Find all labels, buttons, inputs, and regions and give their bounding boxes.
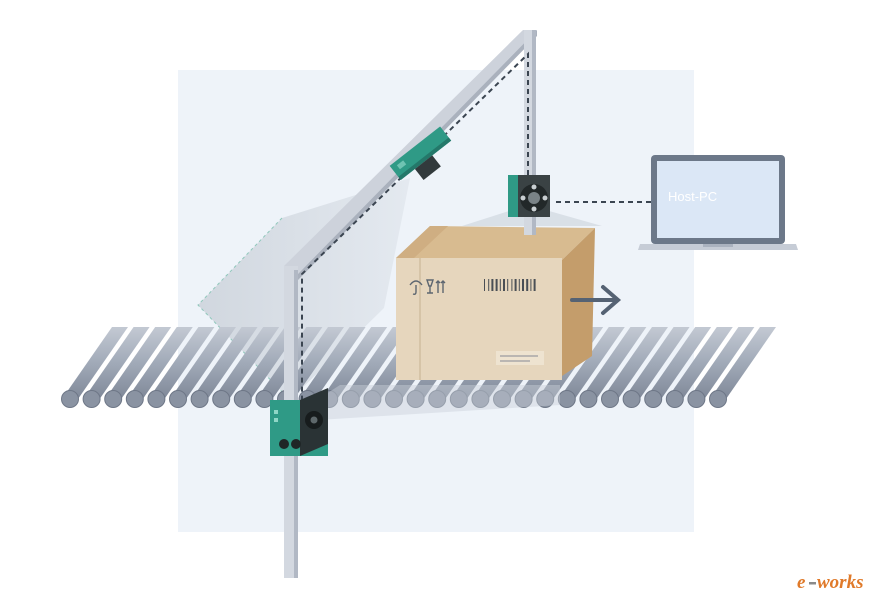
upper-scanner-beam [198, 178, 410, 400]
conveyor-roller [687, 327, 755, 408]
barcode-bar [484, 279, 485, 291]
umbrella-icon [409, 280, 423, 295]
watermark-works: works [817, 572, 863, 593]
lower-scanner-beam [298, 385, 560, 420]
conveyor-roller [125, 327, 193, 408]
barcode-bar [503, 279, 505, 291]
conveyor-roller [341, 327, 409, 408]
this-side-up-icon [435, 280, 446, 293]
barcode-bar [530, 279, 532, 291]
barcode-bar [514, 279, 517, 291]
laptop-screen [657, 161, 779, 238]
direction-arrow [570, 285, 622, 315]
watermark-e: e [797, 572, 806, 593]
conveyor-roller [557, 327, 625, 408]
conveyor-roller [190, 327, 258, 408]
conveyor-roller [147, 327, 215, 408]
barcode-bar [507, 279, 509, 291]
right-frame-post-shade [532, 30, 536, 235]
conveyor-roller [104, 327, 172, 408]
handling-symbols [409, 279, 446, 295]
package-flap [396, 226, 448, 258]
conveyor-roller [709, 327, 776, 408]
cable-top-to-upper [301, 51, 529, 400]
barcode-bar [511, 279, 513, 291]
host-pc-label: Host-PC [668, 189, 717, 204]
top-scanner [508, 175, 550, 217]
cable-paths [301, 51, 654, 400]
package-side [556, 228, 595, 380]
conveyor-roller [61, 327, 128, 408]
host-pc-laptop: Host-PC [638, 155, 798, 250]
conveyor-roller [579, 327, 647, 408]
shipping-label [496, 351, 544, 365]
package [396, 226, 595, 380]
conveyor-roller [82, 327, 150, 408]
watermark-dash [809, 582, 816, 585]
conveyor-roller [169, 327, 236, 408]
conveyor-roller [212, 327, 280, 408]
barcode-bar [499, 279, 501, 291]
barcode-bar [533, 279, 536, 291]
barcode-bar [488, 279, 490, 291]
conveyor-roller [665, 327, 733, 408]
barcode-bar [522, 279, 524, 291]
side-scanner-lower [270, 388, 328, 456]
side-scanner-upper [389, 126, 452, 181]
package-top [396, 226, 595, 260]
barcode [484, 279, 536, 291]
conveyor-roller [622, 327, 690, 408]
laptop-notch [703, 244, 733, 247]
barcode-bar [495, 279, 498, 291]
upper-beam-outline [197, 217, 291, 401]
barcode-bar [526, 279, 529, 291]
conveyor-roller [601, 327, 668, 408]
fragile-glass-icon [426, 279, 434, 294]
conveyor-roller [644, 327, 712, 408]
barcode-bar [491, 279, 494, 291]
watermark-logo: e works [797, 572, 863, 593]
barcode-bar [518, 279, 520, 291]
